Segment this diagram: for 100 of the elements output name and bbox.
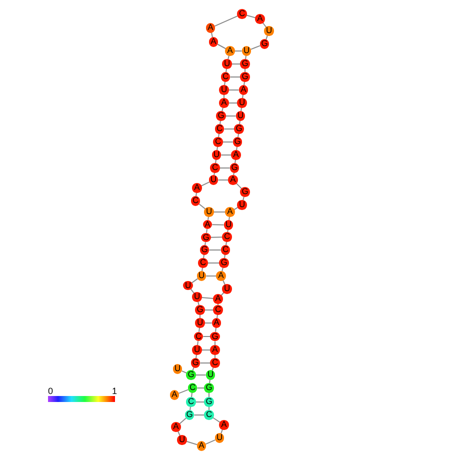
nucleotide-circle: U [192, 292, 202, 302]
nucleotide-circle: U [192, 345, 202, 355]
nucleotide-circle: G [204, 383, 214, 393]
backbone-line [178, 389, 189, 394]
nucleotide-circle: U [206, 370, 216, 380]
base-pair-line [207, 262, 220, 264]
nucleotide-circle: G [234, 124, 244, 134]
nucleotide-circle: U [236, 111, 246, 121]
nucleotide-circle: G [195, 305, 205, 315]
nucleotide-circle: C [237, 9, 247, 19]
backbone-line [205, 439, 216, 445]
backbone-line [204, 242, 206, 246]
nucleotide-circle: A [231, 150, 241, 160]
nucleotide-circle: C [220, 72, 230, 82]
base-pair-line [210, 236, 223, 238]
nucleotide-circle: A [238, 85, 248, 95]
nucleotide-circle: U [204, 207, 214, 217]
nucleotide-circle: G [216, 111, 226, 121]
backbone-line [214, 15, 238, 27]
nucleotide-circle: U [196, 271, 206, 281]
nucleotide-circle: C [194, 332, 204, 342]
nucleotide-circle: U [214, 433, 224, 443]
nucleotide-circle: A [225, 207, 235, 217]
nucleotide-circle: U [219, 85, 229, 95]
nucleotide-circle: C [188, 383, 198, 393]
backbone-line [208, 216, 209, 220]
nucleotide-circle: G [204, 397, 214, 407]
base-pair-line [204, 322, 212, 324]
nucleotide-circle: G [190, 358, 200, 368]
nucleotide-circle: G [260, 39, 270, 49]
nucleotide-circle: G [186, 370, 196, 380]
base-pair-line [194, 414, 205, 416]
backbone-line [212, 417, 221, 423]
nucleotide-circle: A [210, 345, 220, 355]
scale-tick-label: 0 [48, 386, 54, 396]
nucleotide-circle: U [195, 318, 205, 328]
nucleotide-circle: U [264, 26, 274, 36]
nucleotide-circle: G [200, 245, 210, 255]
nucleotide-circle: A [212, 318, 222, 328]
backbone-line [215, 327, 216, 332]
backbone-line [206, 228, 208, 234]
nucleotide-circle: A [255, 14, 265, 24]
nucleotide-circle: A [196, 441, 206, 451]
base-pair-line [220, 154, 232, 156]
nucleotide-circle: A [228, 175, 238, 185]
nucleotide-circle: A [171, 422, 181, 432]
nucleotide-circle: G [240, 187, 250, 197]
nucleotide-circle: A [202, 220, 212, 230]
nucleotide-circle: A [192, 183, 202, 193]
nucleotide-circle: C [213, 305, 223, 315]
nucleotide-circle: U [222, 284, 232, 294]
nucleotide-circle: C [204, 410, 214, 420]
nucleotide-circle: A [208, 37, 218, 47]
nucleotide-circle: U [177, 435, 187, 445]
nucleotide-circle: G [230, 163, 240, 173]
nucleotide-circle: G [210, 332, 220, 342]
backbone-line [250, 45, 261, 50]
base-pair-line [228, 102, 238, 104]
nucleotide-circle: C [214, 124, 224, 134]
nucleotide-circle: G [232, 137, 242, 147]
nucleotide-circle: C [210, 358, 220, 368]
base-pair-line [230, 76, 241, 78]
nucleotide-circle: U [237, 98, 247, 108]
nucleotide-circle: A [219, 420, 229, 430]
nucleotide-circle: C [220, 245, 230, 255]
nucleotide-circle: C [222, 232, 232, 242]
backbone-line [186, 440, 198, 446]
nucleotide-circle: A [170, 390, 180, 400]
nucleotide-circle: U [242, 46, 252, 56]
nucleotide-circle: A [206, 23, 216, 33]
base-pair-line [195, 374, 206, 376]
nucleotide-circle: U [237, 200, 247, 210]
nucleotide-circle: A [216, 271, 226, 281]
nucleotide-circle: A [213, 294, 223, 304]
nucleotide-circle: G [240, 72, 250, 82]
base-pair-line [200, 362, 211, 364]
nucleotide-circle: G [184, 410, 194, 420]
nucleotide-circle: C [190, 196, 200, 206]
base-pair-line [234, 50, 242, 52]
backbone-line [191, 278, 198, 284]
base-pair-line [201, 296, 214, 300]
base-pair-line [202, 336, 211, 337]
nucleotide-circle: G [201, 232, 211, 242]
backbone-line [217, 44, 226, 50]
nucleotide-circle: C [210, 163, 220, 173]
nucleotide-circle: C [198, 258, 208, 268]
nucleotide-circle: A [219, 98, 229, 108]
nucleotide-circle: U [172, 364, 182, 374]
nucleotide-circle: A [225, 46, 235, 56]
backbone-line [197, 340, 198, 346]
scale-tick-label: 1 [112, 386, 118, 396]
nucleotide-circle: U [224, 220, 234, 230]
nucleotide-circle: U [212, 150, 222, 160]
nucleotide-circle: U [222, 59, 232, 69]
base-pair-line [224, 128, 235, 130]
backbone-line [214, 340, 216, 346]
nucleotide-circle: U [208, 175, 218, 185]
nucleotide-circle: U [183, 280, 193, 290]
backbone-line [198, 327, 200, 332]
nucleotide-circle: C [213, 137, 223, 147]
